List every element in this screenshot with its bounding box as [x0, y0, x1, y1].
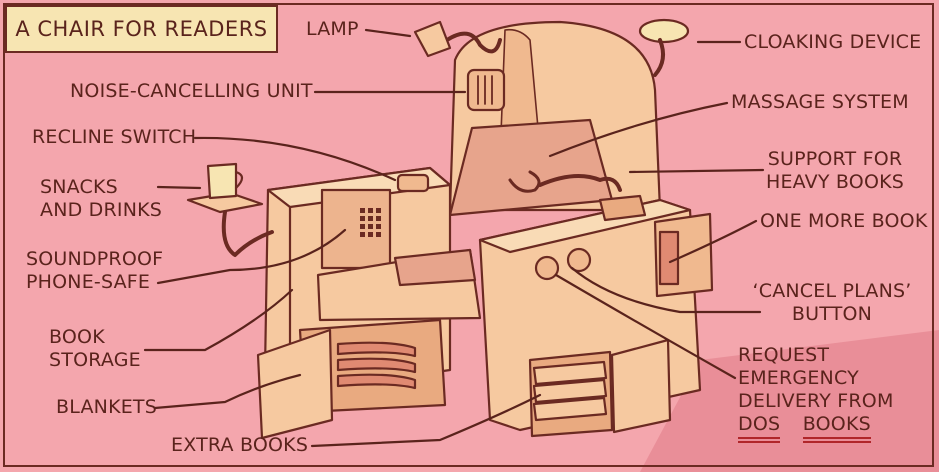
label-lamp: LAMP: [306, 18, 359, 40]
label-phone-line-2: PHONE-SAFE: [26, 271, 151, 293]
extra-books-door: [610, 338, 672, 434]
emergency-delivery-button: [566, 247, 592, 273]
label-request-line-4: DOS BOOKS: [738, 413, 894, 443]
label-snacks-and-drinks: SNACKS AND DRINKS: [40, 176, 162, 222]
label-storage-line-1: BOOK: [49, 326, 105, 348]
label-cancel-line-2: BUTTON: [791, 303, 873, 325]
label-phone-line-1: SOUNDPROOF: [26, 248, 164, 270]
book-support-slot: [598, 194, 647, 222]
mug: [206, 162, 238, 200]
noise-cancelling-unit: [466, 68, 506, 112]
label-support-line-1: SUPPORT FOR: [767, 148, 903, 170]
label-request-line-2: EMERGENCY: [738, 367, 859, 389]
cancel-plans-button: [534, 255, 560, 281]
label-cancel-plans-button: ‘CANCEL PLANS’ BUTTON: [752, 280, 912, 326]
label-snacks-line-1: SNACKS: [40, 176, 118, 198]
label-blankets: BLANKETS: [56, 396, 157, 418]
label-request-emergency-delivery: REQUEST EMERGENCY DELIVERY FROM DOS BOOK…: [738, 344, 894, 443]
blanket-door: [256, 328, 334, 440]
diagram-title: A CHAIR FOR READERS: [5, 5, 278, 53]
label-request-books: BOOKS: [802, 413, 871, 443]
diagram-border: [3, 3, 934, 467]
label-noise-cancelling-unit: NOISE-CANCELLING UNIT: [70, 80, 313, 102]
label-extra-books: EXTRA BOOKS: [171, 434, 309, 456]
label-support-for-heavy-books: SUPPORT FOR HEAVY BOOKS: [760, 148, 910, 194]
label-massage-system: MASSAGE SYSTEM: [731, 91, 909, 113]
label-storage-line-2: STORAGE: [49, 349, 141, 371]
label-cancel-line-1: ‘CANCEL PLANS’: [752, 280, 912, 302]
label-request-line-1: REQUEST: [738, 344, 830, 366]
label-book-storage: BOOK STORAGE: [49, 326, 141, 372]
label-recline-switch: RECLINE SWITCH: [32, 126, 197, 148]
label-cloaking-device: CLOAKING DEVICE: [744, 31, 922, 53]
label-request-line-3: DELIVERY FROM: [738, 390, 894, 412]
label-soundproof-phone-safe: SOUNDPROOF PHONE-SAFE: [26, 248, 163, 294]
diagram-title-text: A CHAIR FOR READERS: [15, 17, 268, 41]
recline-switch: [396, 173, 430, 193]
lamp: [413, 20, 452, 58]
label-one-more-book: ONE MORE BOOK: [760, 210, 928, 232]
label-support-line-2: HEAVY BOOKS: [765, 171, 905, 193]
cloaking-device: [638, 18, 690, 44]
label-request-dos: DOS: [738, 413, 781, 443]
label-snacks-line-2: AND DRINKS: [40, 199, 163, 221]
